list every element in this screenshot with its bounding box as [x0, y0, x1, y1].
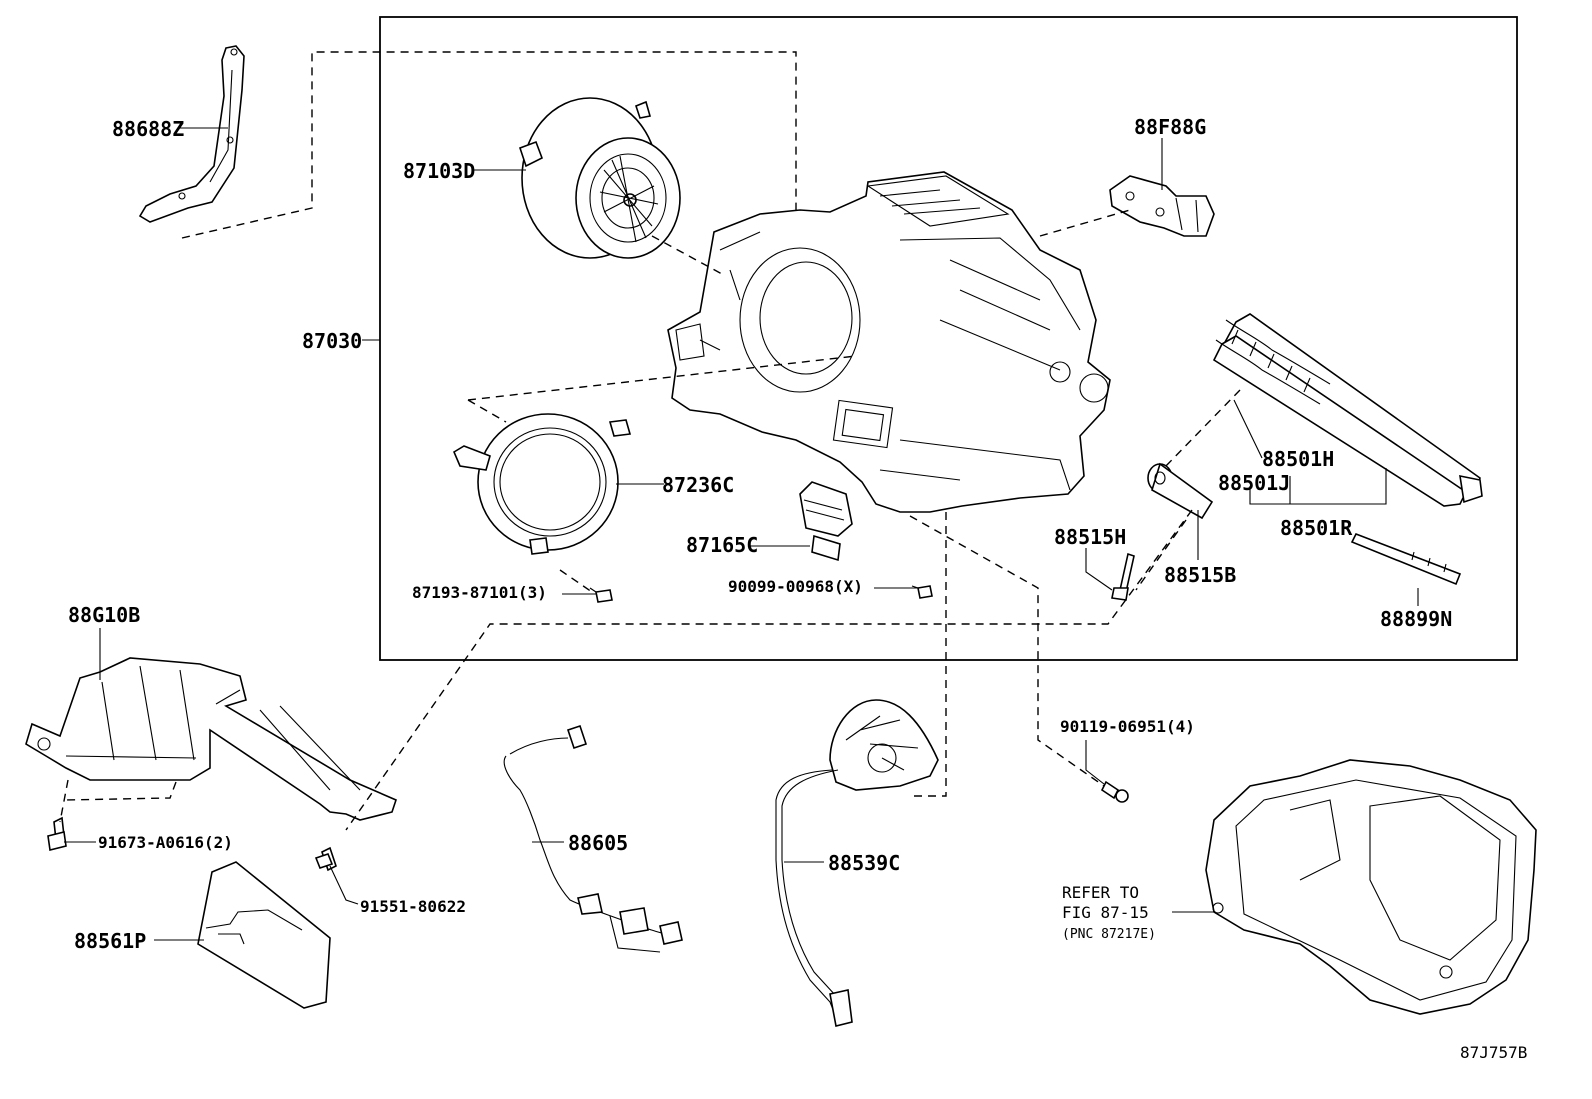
callout-88515H: 88515H — [1054, 525, 1126, 549]
callout-91673: 91673-A0616(2) — [98, 833, 233, 852]
figure-code: 87J757B — [1460, 1043, 1527, 1062]
screw-90119 — [1100, 780, 1129, 803]
callout-88605: 88605 — [568, 831, 628, 855]
duct-88539C — [775, 699, 939, 1027]
cap-88515B — [1147, 462, 1214, 520]
callout-88688Z: 88688Z — [112, 117, 184, 141]
resistor-87165C — [799, 481, 853, 562]
callout-88G10B: 88G10B — [68, 603, 140, 627]
screw-91673 — [47, 816, 67, 851]
hvac-housing — [667, 171, 1111, 513]
callout-88539C: 88539C — [828, 851, 900, 875]
callout-88501R: 88501R — [1280, 516, 1353, 540]
callout-90119: 90119-06951(4) — [1060, 717, 1195, 736]
bolt-88515H — [1111, 552, 1135, 601]
bracket-88F88G — [1109, 175, 1215, 237]
callout-88501H: 88501H — [1262, 447, 1334, 471]
seal-strip-88899N — [1350, 532, 1462, 586]
screw-91551 — [314, 846, 337, 872]
callout-88561P: 88561P — [74, 929, 146, 953]
bracket-88688Z — [138, 45, 245, 223]
leader-lines — [64, 127, 1419, 941]
callout-87165C: 87165C — [686, 533, 758, 557]
ring-87236C — [452, 413, 632, 555]
callout-87236C: 87236C — [662, 473, 734, 497]
evaporator-88501R — [1212, 313, 1483, 507]
callout-90099: 90099-00968(X) — [728, 577, 863, 596]
callout-87103D: 87103D — [403, 159, 475, 183]
actuator-88G10B — [25, 657, 397, 821]
dashed-guides — [59, 51, 1241, 831]
callout-labels: 88688Z 87103D 88F88G 87030 87236C 88501H… — [68, 115, 1527, 1062]
callout-88501J: 88501J — [1218, 471, 1290, 495]
callout-88F88G: 88F88G — [1134, 115, 1206, 139]
callout-88515B: 88515B — [1164, 563, 1236, 587]
blower-motor-87103D — [518, 97, 681, 259]
assembly-frame — [379, 16, 1518, 661]
callout-91551: 91551-80622 — [360, 897, 466, 916]
reference-line-2: FIG 87-15 — [1062, 903, 1149, 922]
reference-line-1: REFER TO — [1062, 883, 1139, 902]
callout-87030: 87030 — [302, 329, 362, 353]
tray-87217E — [1205, 759, 1537, 1015]
harness-88605 — [503, 724, 683, 953]
screw-87193 — [589, 587, 613, 603]
callout-87193: 87193-87101(3) — [412, 583, 547, 602]
callout-88899N: 88899N — [1380, 607, 1452, 631]
pad-88561P — [197, 861, 331, 1009]
reference-line-3: (PNC 87217E) — [1062, 927, 1156, 942]
